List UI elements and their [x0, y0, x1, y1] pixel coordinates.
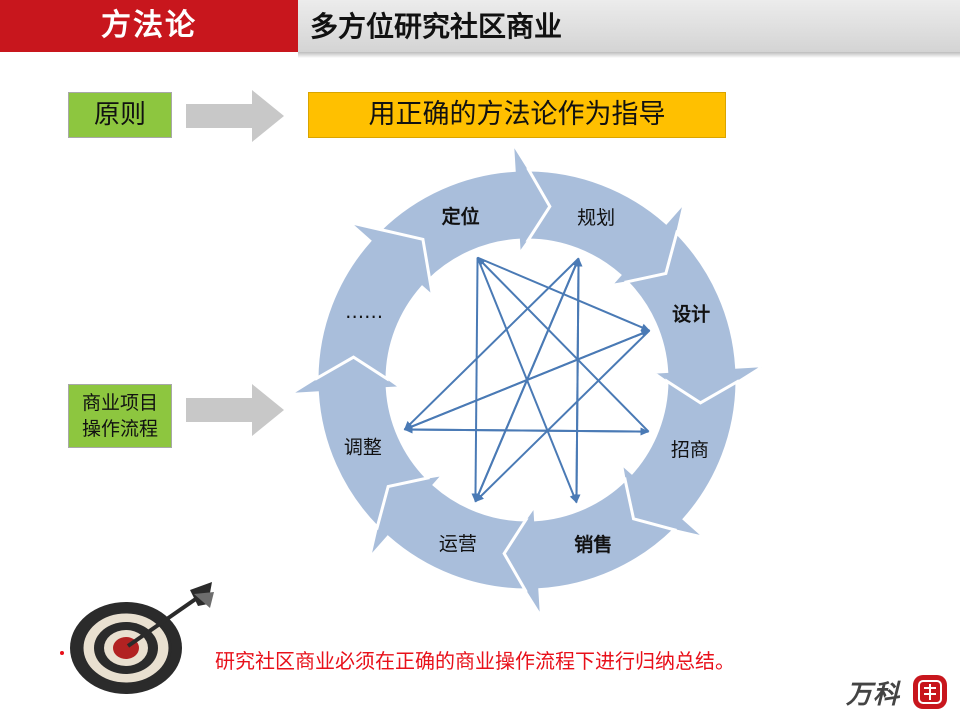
- cycle-stage-label: 设计: [672, 304, 710, 326]
- vanke-logo: 万科: [846, 680, 901, 710]
- footer-note: 研究社区商业必须在正确的商业操作流程下进行归纳总结。: [215, 649, 735, 673]
- principle-statement: 用正确的方法论作为指导: [308, 92, 726, 138]
- process-arrow-icon: [186, 384, 284, 436]
- cycle-stage-label: 销售: [574, 533, 612, 556]
- header-shadow: [298, 52, 960, 58]
- cycle-link-arrow: [574, 257, 583, 503]
- section-title: 方法论: [0, 0, 298, 52]
- cycle-link-arrow: [471, 257, 480, 503]
- cycle-stage-label: 招商: [671, 439, 709, 461]
- cycle-link-arrow: [476, 256, 650, 433]
- process-label: 商业项目 操作流程: [68, 384, 172, 448]
- target-dart-icon: [70, 582, 214, 694]
- cycle-stage-label: 规划: [577, 207, 615, 229]
- cycle-link-arrow: [403, 257, 580, 431]
- cycle-stage-label: 运营: [439, 533, 477, 555]
- cycle-link-arrow: [404, 329, 651, 431]
- cycle-stage-label: 定位: [442, 205, 480, 228]
- principle-arrow-icon: [186, 90, 284, 142]
- bullet-dot: [60, 651, 64, 655]
- slide-title: 多方位研究社区商业: [298, 0, 960, 52]
- process-label-line1: 商业项目: [81, 392, 158, 414]
- cycle-segment: [315, 220, 435, 382]
- cycle-link-arrow: [474, 329, 651, 503]
- process-label-line2: 操作流程: [81, 418, 158, 440]
- cycle-link-arrow: [404, 427, 650, 436]
- cycle-stage-label: ……: [345, 301, 383, 323]
- principle-label: 原则: [68, 92, 172, 138]
- seal-logo-icon: [913, 675, 947, 709]
- cycle-stage-label: 调整: [344, 436, 382, 458]
